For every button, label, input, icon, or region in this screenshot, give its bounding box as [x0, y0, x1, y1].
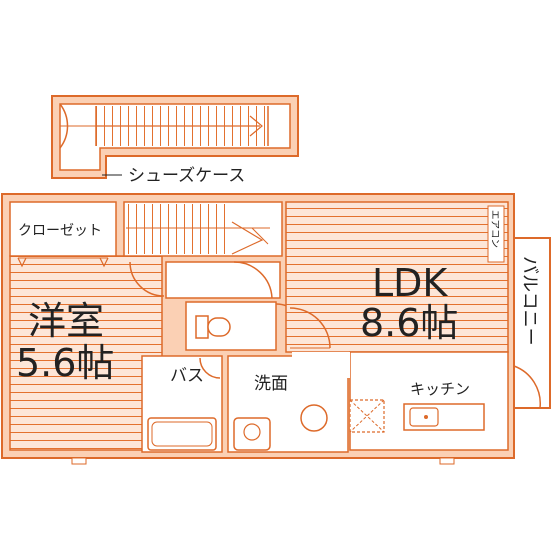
balcony	[513, 237, 551, 409]
toilet-room	[185, 301, 277, 351]
inner-stair-arrow-icon	[231, 221, 264, 255]
western-door-swing-icon	[129, 261, 165, 297]
ldk-name: LDK	[372, 261, 448, 305]
interior-stairs	[123, 201, 283, 257]
hall-door-swing-icon	[233, 261, 273, 299]
ldk-room	[285, 201, 509, 451]
hall-toilet	[165, 261, 307, 351]
western-room-name: 洋室	[28, 299, 104, 343]
shoes-case-label: シューズケース	[128, 166, 245, 186]
stair-arrow-icon	[249, 115, 263, 137]
balcony-label: バルコニー	[519, 256, 540, 346]
bathroom	[141, 355, 223, 453]
washroom-label: 洗面	[254, 374, 288, 394]
kitchen-sink-icon	[409, 407, 439, 427]
bath-label: バス	[170, 366, 204, 386]
closet-label: クローゼット	[18, 223, 102, 239]
hallway	[165, 261, 281, 299]
kitchen-label: キッチン	[410, 380, 470, 398]
toilet-icon	[207, 317, 231, 337]
western-room-size: 5.6帖	[16, 341, 114, 385]
bathtub-icon	[147, 417, 217, 451]
western-room	[9, 201, 165, 451]
entry-stair-block	[51, 95, 299, 179]
ldk-door-swing-icon	[289, 307, 331, 349]
aircon-label: エアコン	[489, 210, 500, 248]
ldk-size: 8.6帖	[360, 301, 458, 345]
aircon-unit	[487, 205, 505, 263]
balcony-door-swing-icon	[513, 365, 541, 409]
closet	[9, 201, 117, 257]
washbasin-icon	[233, 417, 271, 451]
washing-machine-icon	[300, 404, 328, 432]
